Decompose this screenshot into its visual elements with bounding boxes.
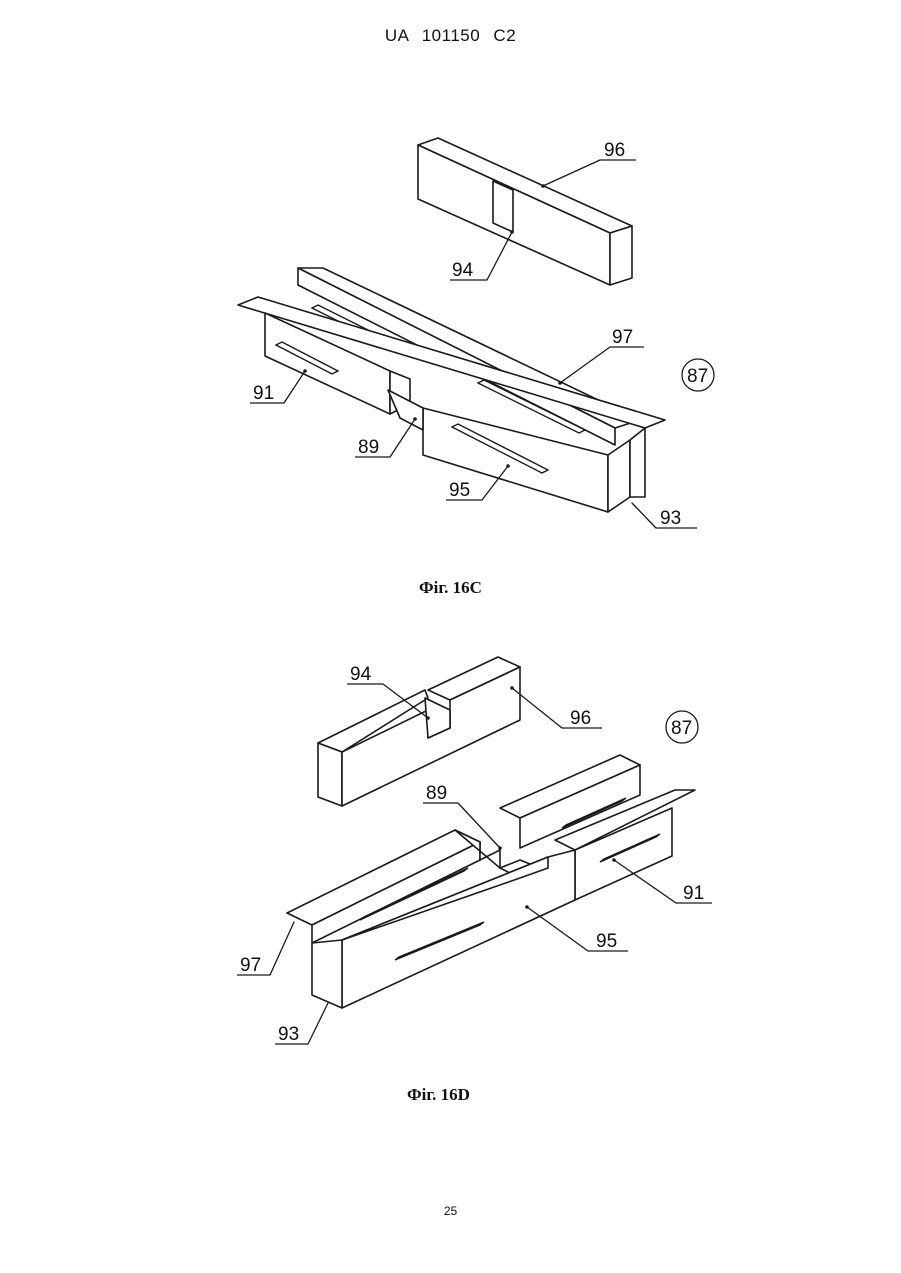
label-94: 94	[350, 664, 372, 685]
label-91: 91	[253, 383, 274, 404]
channel-91	[238, 297, 665, 428]
label-93: 93	[278, 1024, 299, 1045]
figure-caption-16c: Фіг. 16C	[0, 578, 901, 598]
label-87: 87	[687, 366, 708, 387]
figure-16c-drawing: 96 94 97 87 91 89 95 93	[0, 120, 901, 550]
label-97: 97	[240, 955, 261, 976]
label-97: 97	[612, 327, 633, 348]
label-95: 95	[596, 931, 617, 952]
label-89: 89	[358, 437, 379, 458]
label-91: 91	[683, 883, 704, 904]
label-95: 95	[449, 480, 470, 501]
label-96: 96	[604, 140, 625, 161]
publication-number: UA 101150 C2	[0, 26, 901, 46]
label-93: 93	[660, 508, 681, 529]
block-96	[318, 657, 520, 806]
label-89: 89	[426, 783, 447, 804]
label-96: 96	[570, 708, 591, 729]
figure-16d-drawing: 94 96 87 89 91 95 97 93	[0, 640, 901, 1070]
page-number: 25	[0, 1204, 901, 1218]
label-94: 94	[452, 260, 474, 281]
label-87: 87	[671, 718, 692, 739]
figure-caption-16d: Фіг. 16D	[0, 1085, 889, 1105]
